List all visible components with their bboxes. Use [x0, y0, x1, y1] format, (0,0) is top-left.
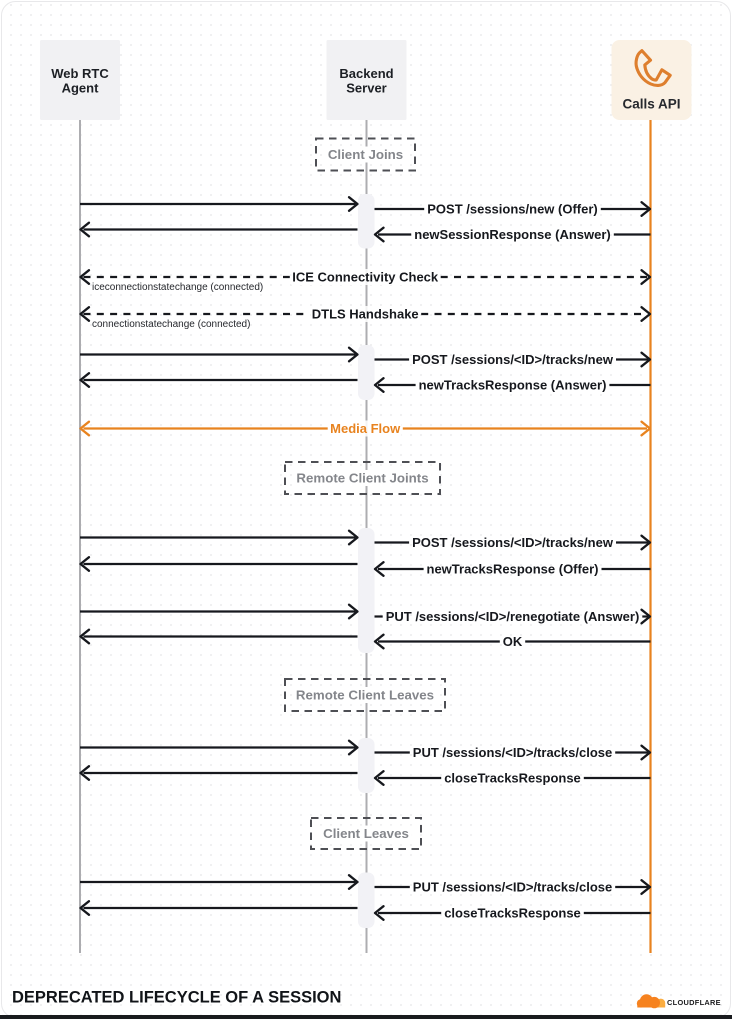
- svg-text:Agent: Agent: [62, 81, 100, 96]
- svg-text:Server: Server: [346, 81, 386, 96]
- svg-text:Calls API: Calls API: [622, 97, 680, 112]
- svg-text:Web RTC: Web RTC: [51, 66, 109, 81]
- svg-text:PUT /sessions/<ID>/tracks/clos: PUT /sessions/<ID>/tracks/close: [413, 880, 612, 895]
- svg-text:closeTracksResponse: closeTracksResponse: [444, 906, 581, 921]
- svg-text:Client Leaves: Client Leaves: [323, 826, 409, 841]
- svg-text:PUT /sessions/<ID>/tracks/clos: PUT /sessions/<ID>/tracks/close: [413, 745, 612, 760]
- svg-text:Client Joins: Client Joins: [328, 147, 403, 162]
- svg-text:connectionstatechange (connect: connectionstatechange (connected): [92, 319, 250, 330]
- svg-text:closeTracksResponse: closeTracksResponse: [444, 771, 581, 786]
- svg-text:Remote Client Leaves: Remote Client Leaves: [296, 688, 434, 703]
- svg-text:Media Flow: Media Flow: [330, 421, 401, 436]
- svg-text:DEPRECATED LIFECYCLE OF A SESS: DEPRECATED LIFECYCLE OF A SESSION: [12, 989, 341, 1007]
- svg-text:newTracksResponse (Answer): newTracksResponse (Answer): [419, 378, 607, 393]
- svg-text:OK: OK: [503, 634, 523, 649]
- svg-text:POST /sessions/<ID>/tracks/new: POST /sessions/<ID>/tracks/new: [412, 352, 614, 367]
- svg-text:PUT /sessions/<ID>/renegotiate: PUT /sessions/<ID>/renegotiate (Answer): [386, 609, 640, 624]
- svg-text:newTracksResponse (Offer): newTracksResponse (Offer): [427, 562, 599, 577]
- svg-text:iceconnectionstatechange (conn: iceconnectionstatechange (connected): [92, 282, 263, 293]
- svg-text:CLOUDFLARE: CLOUDFLARE: [667, 998, 721, 1007]
- svg-text:DTLS Handshake: DTLS Handshake: [312, 307, 419, 322]
- svg-text:Remote Client Joints: Remote Client Joints: [296, 471, 428, 486]
- svg-text:ICE Connectivity Check: ICE Connectivity Check: [292, 270, 439, 285]
- svg-text:Backend: Backend: [339, 66, 393, 81]
- svg-text:POST /sessions/new (Offer): POST /sessions/new (Offer): [427, 202, 598, 217]
- svg-text:newSessionResponse (Answer): newSessionResponse (Answer): [414, 227, 611, 242]
- svg-text:POST /sessions/<ID>/tracks/new: POST /sessions/<ID>/tracks/new: [412, 535, 614, 550]
